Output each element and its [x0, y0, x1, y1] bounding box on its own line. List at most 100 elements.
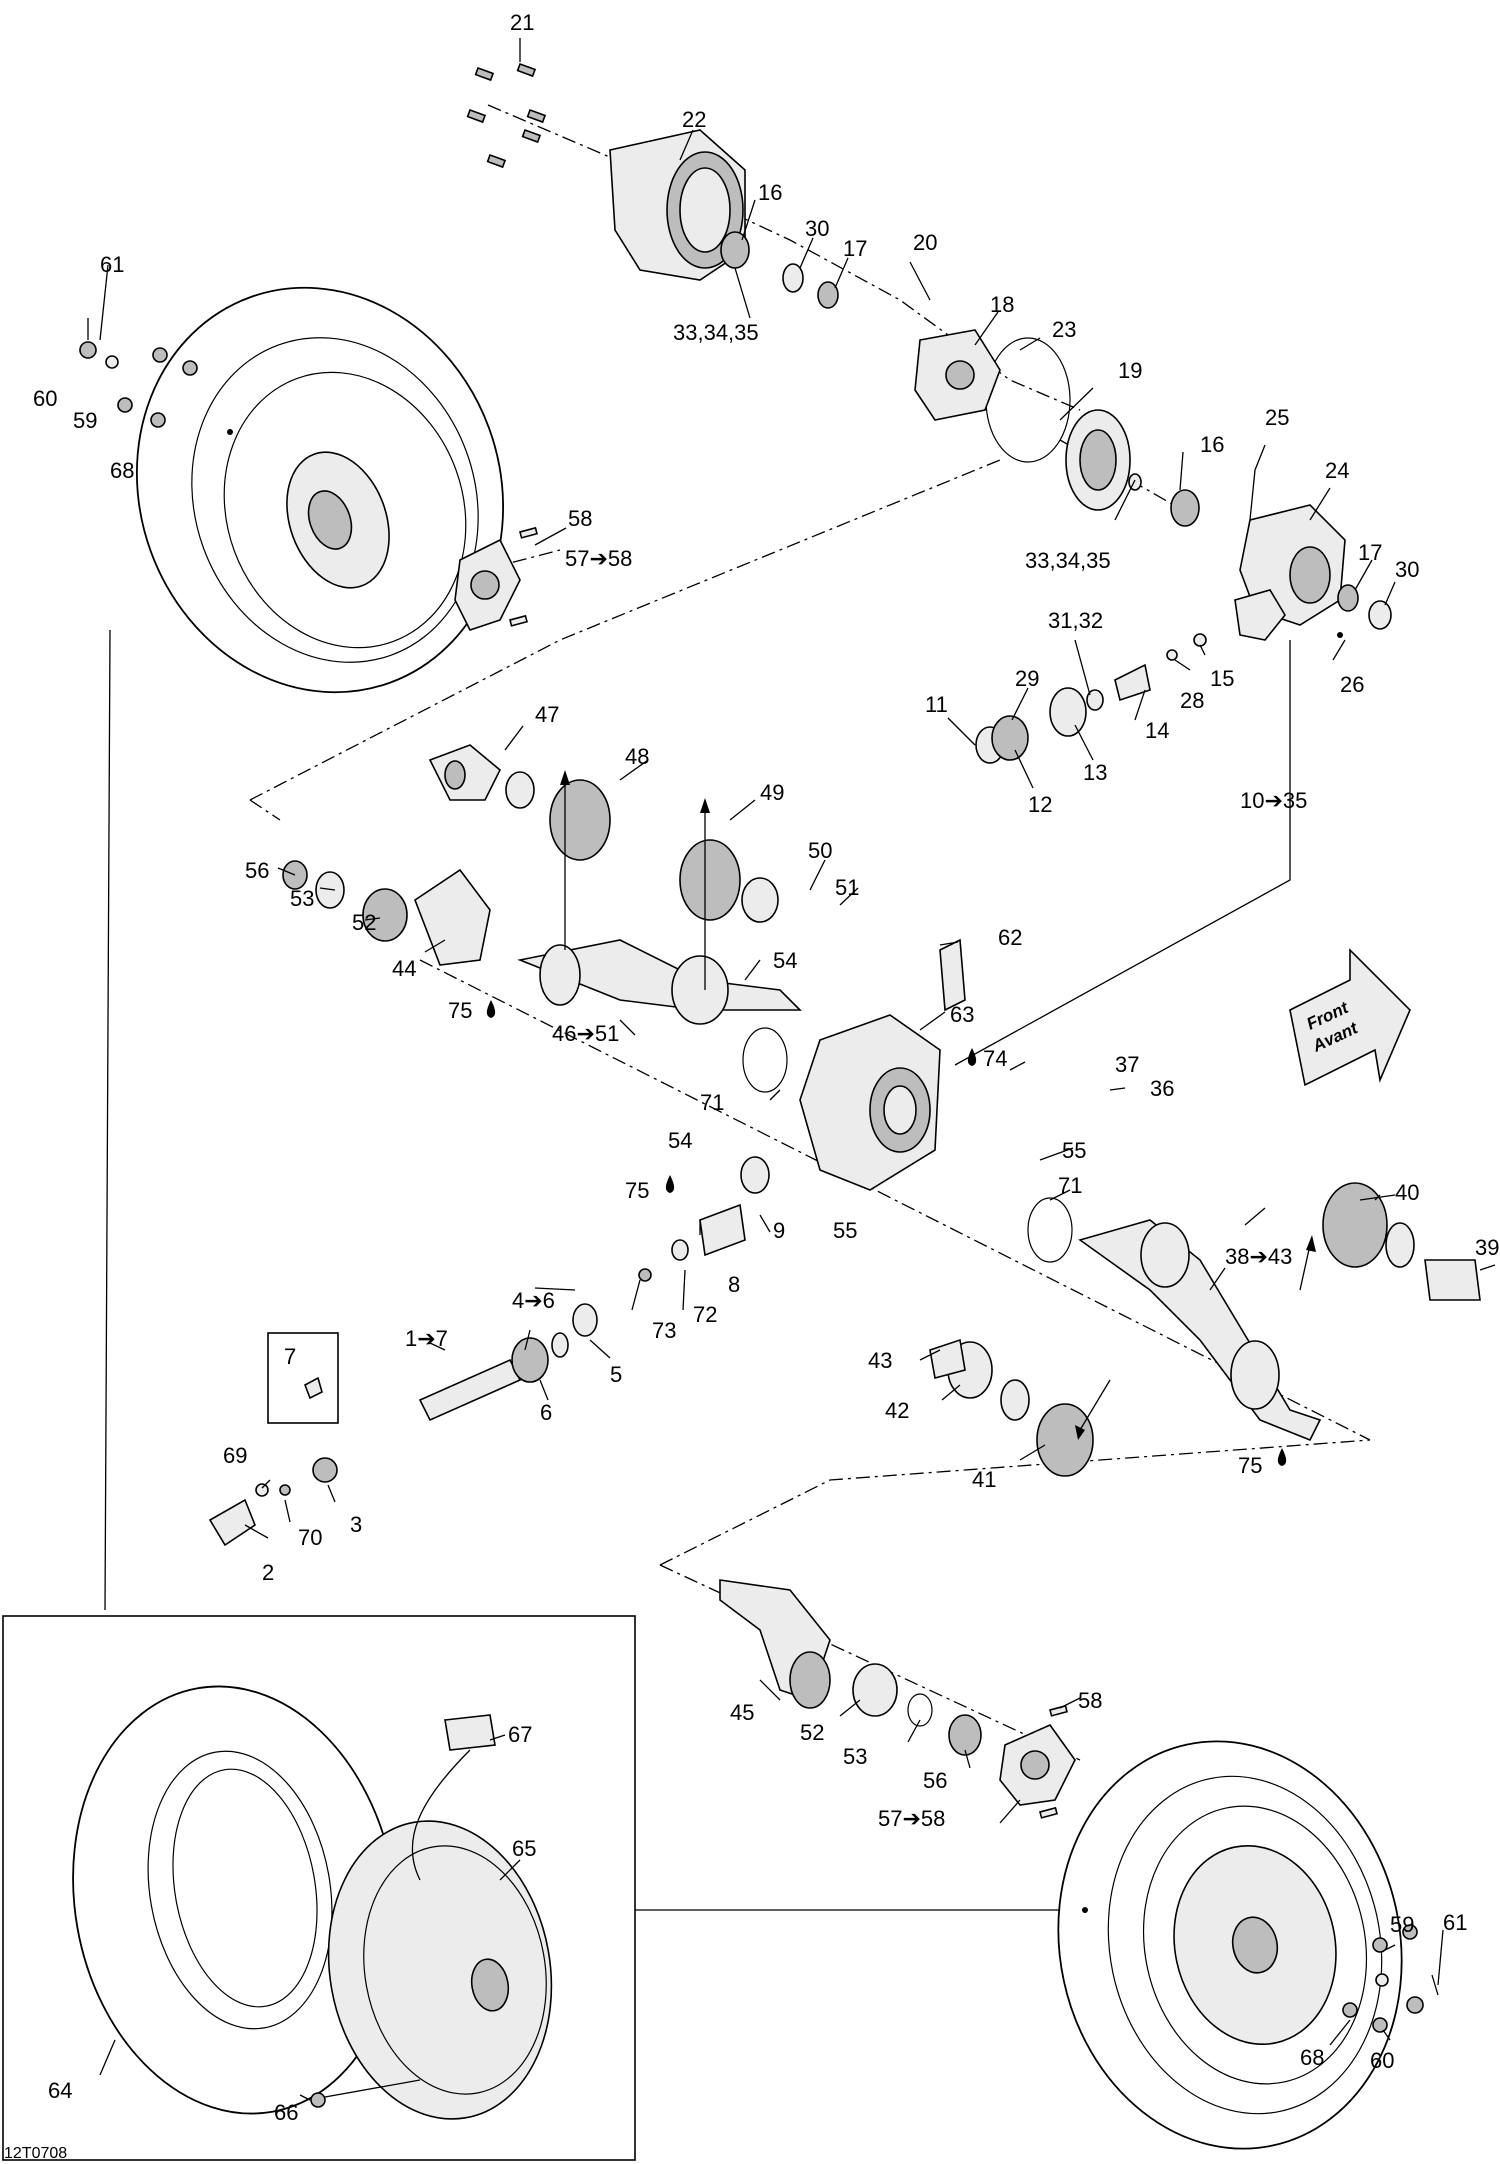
rim-65 [327, 1820, 553, 2120]
callout: 1➔7 [405, 1326, 448, 1351]
callout: 70 [298, 1525, 322, 1550]
callout: 67 [508, 1722, 532, 1747]
callout: 13 [1083, 760, 1107, 785]
callout: 74 [983, 1046, 1007, 1071]
dashed-assembly-lines [104, 104, 1371, 1911]
callout: 72 [693, 1302, 717, 1327]
callout: 60 [33, 386, 57, 411]
callout: 8 [728, 1272, 740, 1297]
label-arrow [411, 1749, 471, 1881]
front-right-wheel-assembly [1057, 1740, 1403, 2150]
callout: 30 [805, 216, 829, 241]
indicator-arrows [560, 770, 1316, 1440]
callout: 28 [1180, 688, 1204, 713]
housing-24 [1234, 469, 1346, 641]
callout: 26 [1340, 672, 1364, 697]
callout: 41 [972, 1467, 996, 1492]
left-drive-shaft [428, 744, 802, 1025]
callout: 5 [610, 1362, 622, 1387]
oil-drop-icons [486, 1000, 1287, 1466]
oil-drop-icon [967, 1048, 977, 1066]
callout: 53 [843, 1744, 867, 1769]
callout: 71 [1058, 1173, 1082, 1198]
wheel-hub-top [454, 526, 538, 631]
callout: 20 [913, 230, 937, 255]
knuckle-left [282, 860, 491, 966]
callout: 75 [448, 998, 472, 1023]
callout: 39 [1475, 1235, 1499, 1260]
right-drive-shaft [1078, 1219, 1322, 1442]
callout: 57➔58 [878, 1806, 945, 1831]
callout: 56 [245, 858, 269, 883]
callout: 11 [925, 692, 948, 717]
callout: 55 [1062, 1138, 1086, 1163]
bolts-upper [466, 62, 547, 169]
lug-nuts-top [79, 318, 198, 428]
callout: 31,32 [1048, 608, 1103, 633]
callout: 60 [1370, 2048, 1394, 2073]
knuckle-right [719, 1579, 982, 1756]
callout: 4➔6 [512, 1288, 555, 1313]
callout: 54 [668, 1128, 692, 1153]
callout: 58 [1078, 1688, 1102, 1713]
callout: 66 [274, 2100, 298, 2125]
lug-nuts-bottom [1342, 1924, 1439, 2033]
callout: 58 [568, 506, 592, 531]
leader-lines [99, 38, 1496, 2101]
grease-fitting-inset-frame [267, 1332, 339, 1424]
callout: 16 [1200, 432, 1224, 457]
callout: 33,34,35 [673, 320, 759, 345]
differential-carrier [914, 329, 1001, 421]
callout: 59 [73, 408, 97, 433]
callout: 12 [1028, 792, 1052, 817]
front-left-wheel-assembly [135, 286, 505, 694]
callout: 64 [48, 2078, 72, 2103]
callout: 65 [512, 1836, 536, 1861]
callout: 15 [1210, 666, 1234, 691]
callout: 24 [1325, 458, 1349, 483]
callout: 48 [625, 744, 649, 769]
callout: 17 [843, 236, 867, 261]
figure-code: 12T0708 [4, 2145, 67, 2162]
callout: 56 [923, 1768, 947, 1793]
callout: 3 [350, 1512, 362, 1537]
callout: 40 [1395, 1180, 1419, 1205]
callout: 73 [652, 1318, 676, 1343]
wheel-inset-frame [2, 1615, 636, 2161]
callout: 50 [808, 838, 832, 863]
label-67 [444, 1714, 496, 1751]
front-differential [742, 938, 1073, 1263]
callout: 43 [868, 1348, 892, 1373]
callout: 38➔43 [1225, 1244, 1292, 1269]
callout: 54 [773, 948, 797, 973]
callout: 62 [998, 925, 1022, 950]
right-boot-kits [929, 1182, 1481, 1477]
callout: 51 [835, 875, 859, 900]
callout: 71 [700, 1090, 724, 1115]
callout: 22 [682, 107, 706, 132]
callout: 59 [1390, 1912, 1414, 1937]
callout: 55 [833, 1218, 857, 1243]
callout: 16 [758, 180, 782, 205]
callout: 52 [800, 1720, 824, 1745]
callout: 33,34,35 [1025, 548, 1111, 573]
pinion-assembly [975, 633, 1207, 764]
callout: 17 [1358, 540, 1382, 565]
callout: 45 [730, 1700, 754, 1725]
callout: 21 [510, 10, 534, 35]
valve-66 [310, 2079, 421, 2108]
callout: 30 [1395, 557, 1419, 582]
callout: 2 [262, 1560, 274, 1585]
callout: 42 [885, 1398, 909, 1423]
prop-shaft-left [418, 1303, 598, 1422]
callout: 18 [990, 292, 1014, 317]
callout: 10➔35 [1240, 788, 1307, 813]
callout: 23 [1052, 317, 1076, 342]
callout: 68 [110, 458, 134, 483]
callout: 9 [773, 1218, 785, 1243]
callout: 68 [1300, 2045, 1324, 2070]
callout: 49 [760, 780, 784, 805]
callout: 25 [1265, 405, 1289, 430]
callout: 61 [1443, 1910, 1467, 1935]
